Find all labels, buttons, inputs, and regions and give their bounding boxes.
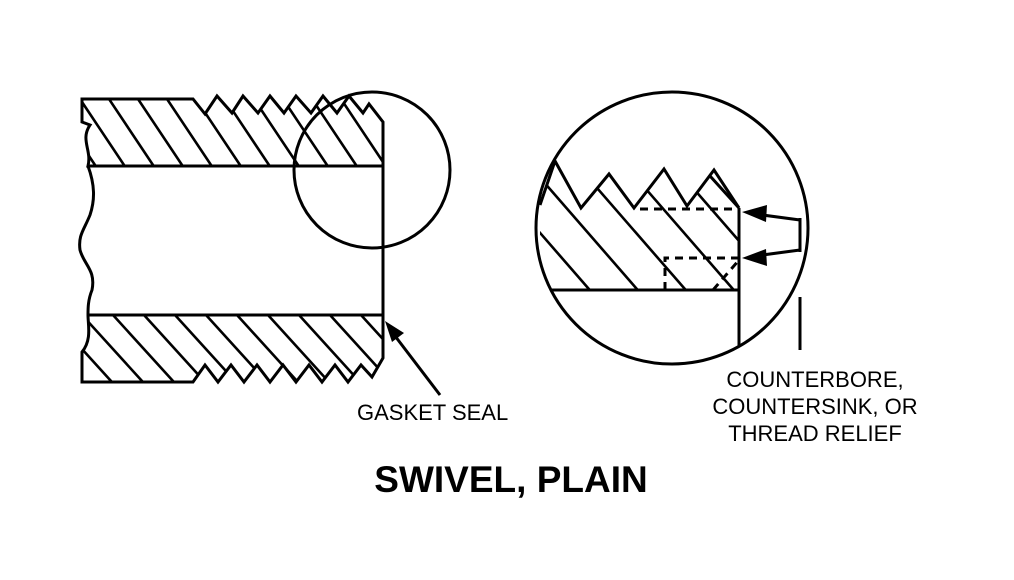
hatch-line — [563, 161, 687, 290]
hatch-line — [366, 96, 383, 166]
hatch-line — [143, 315, 206, 382]
hatch-line — [397, 96, 444, 166]
detail-view — [534, 90, 878, 366]
hatch-line — [540, 161, 639, 290]
hatch-line — [360, 315, 383, 382]
hatch-line — [134, 96, 184, 166]
hatch-line — [540, 161, 591, 290]
hatch-line — [337, 96, 383, 166]
counterbore-label-line: COUNTERBORE, — [726, 367, 904, 392]
hatch-line — [82, 315, 144, 382]
hatch-line — [192, 96, 242, 166]
counterbore-label: COUNTERBORE, COUNTERSINK, OR THREAD RELI… — [690, 366, 940, 447]
hatch-line — [298, 315, 361, 382]
hatch-line — [82, 96, 126, 166]
gasket-seal-label: GASKET SEAL — [357, 400, 509, 425]
hatch-line — [112, 315, 175, 382]
hatch-line — [250, 96, 300, 166]
bore-wavy-edge — [78, 165, 95, 316]
relief-pointer-arrows — [742, 205, 802, 350]
gasket-seal-arrow — [385, 321, 442, 396]
hatch-line — [308, 96, 358, 166]
hatch-line — [82, 315, 113, 382]
hatch-line — [20, 315, 81, 382]
hatch-line — [756, 150, 878, 290]
hatch-line — [105, 96, 155, 166]
counterbore-label-line: COUNTERSINK, OR — [712, 394, 918, 419]
hatch-line — [540, 161, 543, 290]
diagram-title: SWIVEL, PLAIN — [374, 459, 648, 500]
hatch-line — [163, 96, 213, 166]
counterbore-label-line: THREAD RELIEF — [728, 421, 902, 446]
detail-callout-circle — [292, 90, 452, 250]
hatch-line — [267, 315, 330, 382]
fitting-section-view — [20, 90, 452, 396]
hatch-line — [20, 96, 67, 166]
hatch-line — [707, 161, 739, 290]
